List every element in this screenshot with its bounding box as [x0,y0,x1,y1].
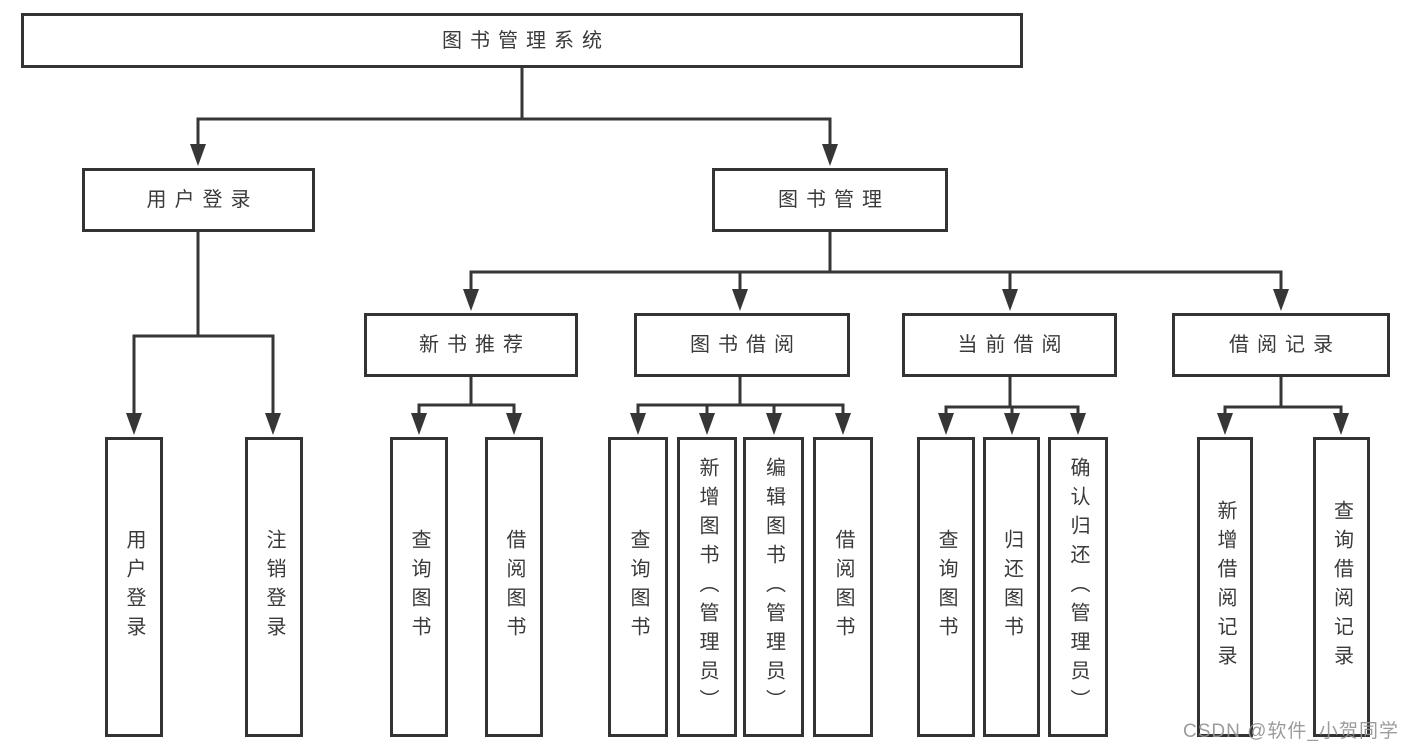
node-new-book-recommend-label: 新书推荐 [419,334,531,356]
node-book-borrow-label: 图书借阅 [690,334,802,356]
leaf-logout: 注销登录 [245,437,303,737]
leaf-confirm-return-admin: 确认归还（管理员） [1048,437,1108,737]
connector-root-to-level2 [196,68,832,146]
connector-borrow-record-to-children [1223,377,1343,415]
leaf-query-borrow-record-label: 查询借阅记录 [1330,500,1353,674]
node-borrow-record-label: 借阅记录 [1229,334,1341,356]
node-new-book-recommend: 新书推荐 [364,313,578,377]
leaf-return-book: 归还图书 [983,437,1040,737]
node-current-borrow-label: 当前借阅 [957,334,1070,356]
connector-current-borrow-to-children [944,377,1080,415]
leaf-add-book-admin: 新增图书（管理员） [677,437,737,737]
leaf-borrow-borrow-book: 借阅图书 [813,437,873,737]
leaf-borrow-query-book: 查询图书 [608,437,668,737]
csdn-watermark: CSDN @软件_小贺同学 [1183,721,1399,742]
leaf-edit-book-admin: 编辑图书（管理员） [743,437,804,737]
leaf-return-book-label: 归还图书 [1000,529,1023,645]
leaf-logout-label: 注销登录 [263,529,285,645]
leaf-recommend-query-book-label: 查询图书 [408,529,430,645]
node-user-login-label: 用户登录 [146,189,259,211]
arrowheads [126,144,1349,435]
leaf-borrow-query-book-label: 查询图书 [627,529,649,645]
connector-new-book-recommend-to-children [417,377,516,415]
leaf-user-login: 用户登录 [105,437,163,737]
connector-book-management-to-level3 [469,232,1283,291]
leaf-add-book-admin-label: 新增图书（管理员） [696,456,718,718]
leaf-borrow-borrow-book-label: 借阅图书 [832,529,854,645]
leaf-current-query-book-label: 查询图书 [935,529,957,645]
node-user-login: 用户登录 [82,168,315,232]
connector-book-borrow-to-children [636,377,845,415]
leaf-confirm-return-admin-label: 确认归还（管理员） [1067,456,1089,718]
node-library-management-system: 图书管理系统 [21,13,1023,68]
node-borrow-record: 借阅记录 [1172,313,1390,377]
leaf-edit-book-admin-label: 编辑图书（管理员） [762,456,785,718]
leaf-add-borrow-record-label: 新增借阅记录 [1214,500,1236,674]
leaf-add-borrow-record: 新增借阅记录 [1197,437,1253,737]
leaf-user-login-label: 用户登录 [123,529,145,645]
leaf-recommend-query-book: 查询图书 [390,437,448,737]
node-book-borrow: 图书借阅 [634,313,850,377]
leaf-recommend-borrow-book-label: 借阅图书 [503,529,525,645]
leaf-recommend-borrow-book: 借阅图书 [485,437,543,737]
node-current-borrow: 当前借阅 [902,313,1117,377]
node-book-management-label: 图书管理 [778,189,890,211]
leaf-current-query-book: 查询图书 [917,437,975,737]
connector-user-login-to-children [132,232,275,415]
leaf-query-borrow-record: 查询借阅记录 [1313,437,1370,737]
node-library-management-system-label: 图书管理系统 [442,29,610,52]
node-book-management: 图书管理 [712,168,948,232]
